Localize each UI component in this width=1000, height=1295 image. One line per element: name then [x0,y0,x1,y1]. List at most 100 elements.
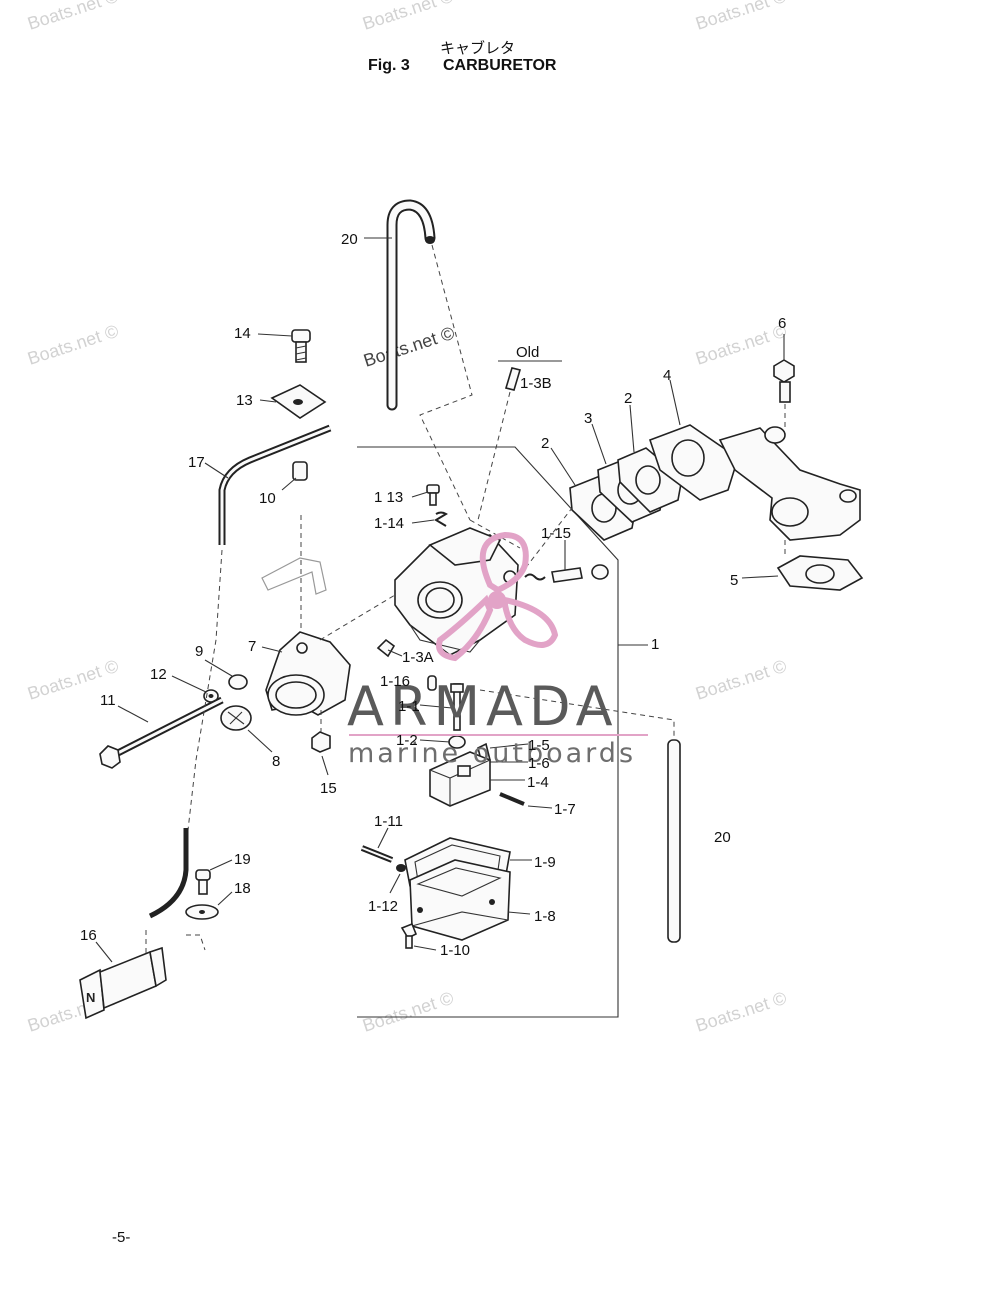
watermark-mid-center: Boats.net © [361,323,457,371]
diagram-title: CARBURETOR [443,57,557,74]
part-10-collar [292,461,308,481]
leader-17 [204,462,229,479]
assembly-bracket [357,446,619,1018]
callout-3: 3 [584,410,592,427]
leader-15 [321,755,329,776]
leader-1-2 [419,739,451,743]
watermark-mid-right: Boats.net © [693,321,789,369]
leader-3 [591,423,607,465]
leader-1-8 [507,911,531,915]
callout-1-8: 1-8 [534,908,556,925]
callout-15: 15 [320,780,337,797]
part-6-bolt [773,359,795,403]
watermark-mid-left: Boats.net © [25,321,121,369]
leader-1-3a [387,649,403,657]
callout-1-10: 1-10 [440,942,470,959]
leader-16 [95,941,113,963]
callout-old: Old [516,344,539,361]
part-20-fuel-hose-upper [386,199,436,411]
callout-12: 12 [150,666,167,683]
leader-5 [741,575,779,579]
leader-1-10 [413,945,437,951]
part-2-gasket-b [617,447,683,513]
watermark-top-center: Boats.net © [360,0,456,34]
title-japanese: キャブレタ [440,39,516,57]
leader-11 [117,705,149,723]
callout-1-1: 1-1 [398,698,420,715]
callout-1-3a: 1-3A [402,649,434,666]
part-1-4-float [429,751,491,807]
propeller-logo [436,531,559,662]
leader-2a [550,447,576,486]
part-1-11-drain-screw [360,845,394,863]
part-1-15-pilot-screw [524,564,609,583]
part-1-12-o-ring [396,864,406,872]
watermark-top-left: Boats.net © [25,0,121,34]
cable-outline-ghost [261,557,327,595]
part-16-choke-knob: N [79,946,167,1020]
part-4-intake-manifold [648,424,861,541]
part-14-screw [291,329,311,363]
brand-tagline: marine outboards [348,738,636,769]
callout-labels: 20 20 14 13 17 10 Old 1-3B 1 13 1-14 1-1… [80,231,786,959]
leader-1-5 [489,743,529,749]
leader-1-11 [377,827,389,849]
hidden-line-intake [469,507,573,576]
part-20-fuel-hose-lower [667,739,681,943]
callout-1-7: 1-7 [554,801,576,818]
leader-7 [261,646,283,653]
callout-2-left: 2 [541,435,549,452]
leader-14 [257,333,293,337]
leader-19 [209,859,233,871]
part-9-bushing [228,674,248,690]
page-number: -5- [112,1229,131,1246]
leader-1-13 [411,491,429,498]
watermark-bottom-right: Boats.net © [693,988,789,1036]
watermark-top-right: Boats.net © [693,0,789,34]
callout-5: 5 [730,572,738,589]
callout-9: 9 [195,643,203,660]
part-15-nut [311,731,331,753]
callout-6: 6 [778,315,786,332]
callout-14: 14 [234,325,251,342]
armada-brand-watermark: ARMADA marine outboards [347,531,648,769]
leader-4 [669,379,681,426]
watermark-bottom-center: Boats.net © [360,988,456,1036]
callout-1-3b: 1-3B [520,375,552,392]
part-1-3a-jet [376,638,396,658]
callout-20-upper: 20 [341,231,358,248]
callout-11: 11 [100,692,116,709]
figure-number: Fig. 3 [368,57,410,74]
callout-1-12: 1-12 [368,898,398,915]
callout-17: 17 [188,454,205,471]
leader-1-7 [527,805,553,809]
leader-18 [217,891,233,906]
part-17-throttle-cable [218,424,332,545]
part-cable-lower [148,828,189,919]
part-13-bracket [270,384,327,419]
callout-2-right: 2 [624,390,632,407]
leader-12 [171,675,207,693]
part-1-10-screw [400,922,418,949]
svg-text:N: N [86,990,95,1005]
part-1-14-spring [434,511,448,527]
part-1-carburetor-body [394,527,519,656]
callout-4: 4 [663,367,671,384]
callout-18: 18 [234,880,251,897]
callout-1-15: 1-15 [541,525,571,542]
leader-10 [281,477,297,491]
callout-1-2: 1-2 [396,732,418,749]
watermark-lower-right: Boats.net © [693,656,789,704]
callout-10: 10 [259,490,276,507]
leader-1-1 [419,704,453,709]
part-1-1-needle-valve [450,683,464,731]
part-1-13-screw [426,484,440,506]
callout-20-lower: 20 [714,829,731,846]
leader-1-14 [411,519,435,524]
hidden-line-16 [145,930,206,955]
leader-8 [247,729,273,753]
callout-1-5: 1-5 [528,737,550,754]
leader-13 [259,399,277,403]
leader-9 [204,659,233,677]
